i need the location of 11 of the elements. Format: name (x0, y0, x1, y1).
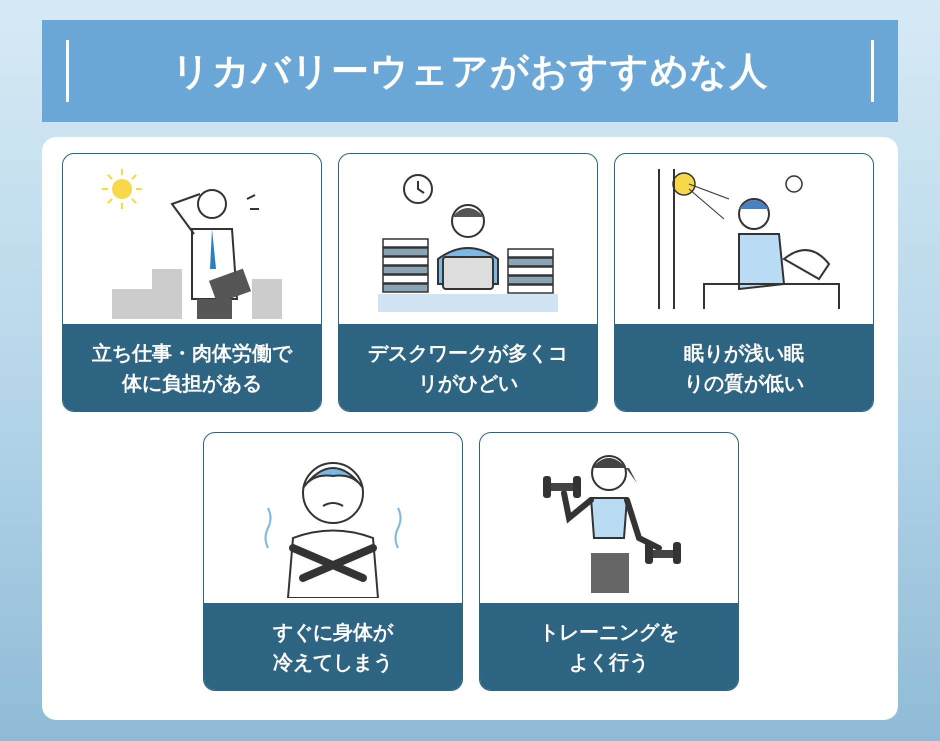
title: リカバリーウェアがおすすめな人 (171, 48, 769, 94)
card-caption: 眠りが浅い眠りの質が低い (683, 340, 805, 396)
card (62, 153, 322, 412)
card-caption: デスクワークが多くコリがひどい (367, 340, 569, 396)
card (338, 153, 598, 412)
card (614, 153, 874, 412)
card-caption: トレーニングをよく行う (538, 618, 680, 676)
card-caption: 立ち仕事・肉体労働で体に負担がある (91, 340, 294, 396)
card (203, 432, 463, 691)
card (479, 432, 739, 691)
card-caption: すぐに身体が冷えてしまう (272, 618, 395, 676)
